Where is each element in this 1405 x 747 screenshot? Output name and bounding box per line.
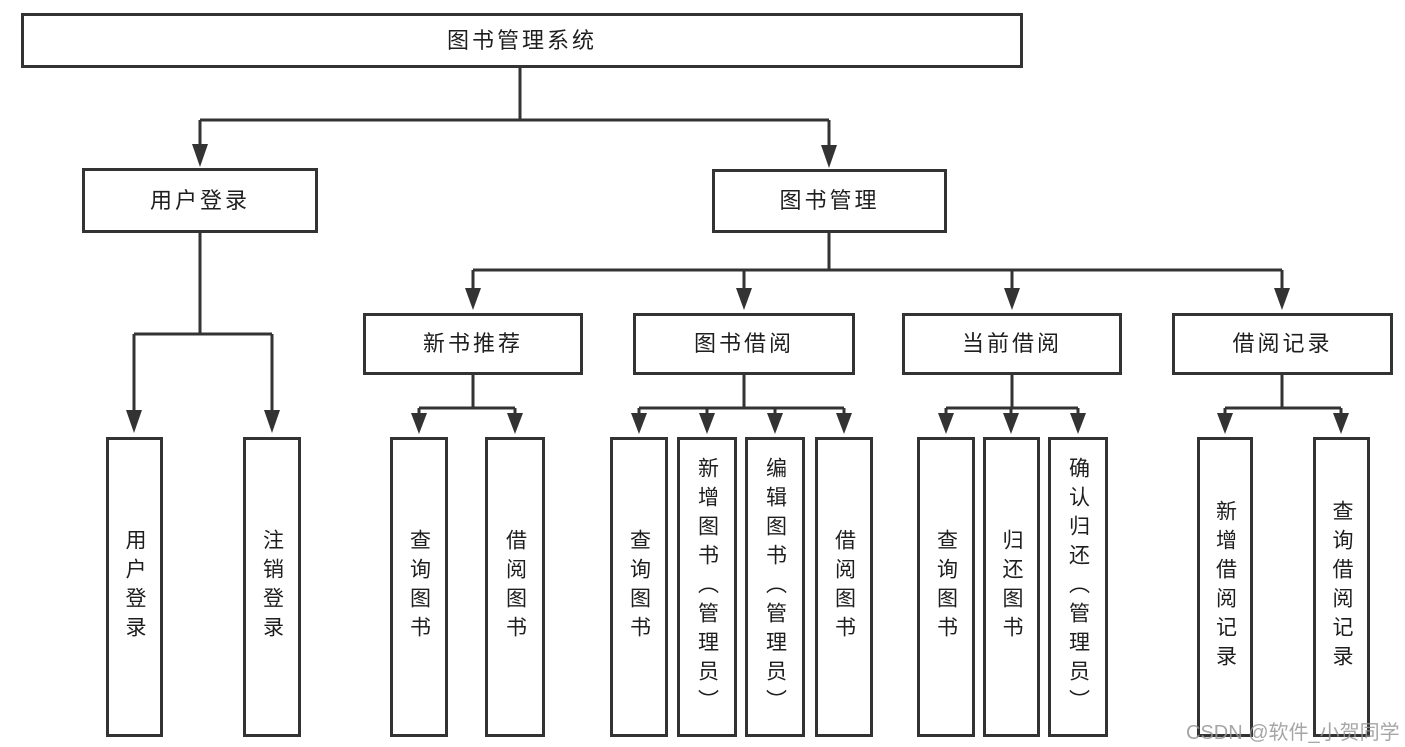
node-new-book-recommend: 新书推荐 (363, 313, 583, 375)
leaf-query-books-recommend: 查询图书 (390, 437, 448, 737)
node-book-management: 图书管理 (712, 169, 947, 233)
node-label: 注销登录 (260, 529, 284, 645)
leaf-add-borrow-record: 新增借阅记录 (1197, 437, 1253, 737)
leaf-query-books-borrow: 查询图书 (610, 437, 668, 737)
node-label: 用户登录 (123, 529, 146, 645)
node-label: 查询图书 (934, 529, 958, 645)
node-label: 借阅记录 (1232, 331, 1333, 356)
leaf-borrow-books-recommend: 借阅图书 (485, 437, 545, 737)
node-label: 图书管理系统 (446, 27, 597, 53)
node-label: 编辑图书（管理员） (763, 456, 787, 718)
node-label: 归还图书 (1000, 529, 1023, 645)
node-book-borrow: 图书借阅 (633, 313, 855, 375)
leaf-query-books-current: 查询图书 (917, 437, 975, 737)
leaf-user-login: 用户登录 (106, 437, 163, 737)
node-borrow-records: 借阅记录 (1172, 313, 1393, 375)
csdn-watermark: CSDN @软件_小贺同学 (1186, 722, 1400, 744)
node-label: 借阅图书 (503, 529, 527, 645)
node-library-management-system: 图书管理系统 (21, 13, 1023, 68)
leaf-return-books: 归还图书 (983, 437, 1040, 737)
node-label: 查询图书 (627, 529, 651, 645)
node-label: 查询借阅记录 (1330, 500, 1353, 674)
node-user-login: 用户登录 (82, 168, 318, 233)
leaf-logout: 注销登录 (243, 437, 301, 737)
node-label: 用户登录 (149, 187, 250, 213)
node-label: 新增图书（管理员） (695, 456, 719, 718)
node-current-borrow: 当前借阅 (902, 313, 1122, 375)
node-label: 图书借阅 (693, 331, 794, 356)
node-label: 借阅图书 (832, 529, 856, 645)
node-label: 当前借阅 (961, 331, 1062, 356)
leaf-confirm-return-admin: 确认归还（管理员） (1048, 437, 1108, 737)
leaf-borrow-books: 借阅图书 (815, 437, 873, 737)
leaf-query-borrow-record: 查询借阅记录 (1313, 437, 1370, 737)
node-label: 新书推荐 (422, 331, 523, 356)
leaf-edit-books-admin: 编辑图书（管理员） (745, 437, 805, 737)
node-label: 确认归还（管理员） (1066, 456, 1090, 718)
node-label: 查询图书 (407, 529, 431, 645)
node-label: 图书管理 (779, 188, 880, 213)
leaf-add-books-admin: 新增图书（管理员） (677, 437, 737, 737)
node-label: 新增借阅记录 (1213, 500, 1237, 674)
